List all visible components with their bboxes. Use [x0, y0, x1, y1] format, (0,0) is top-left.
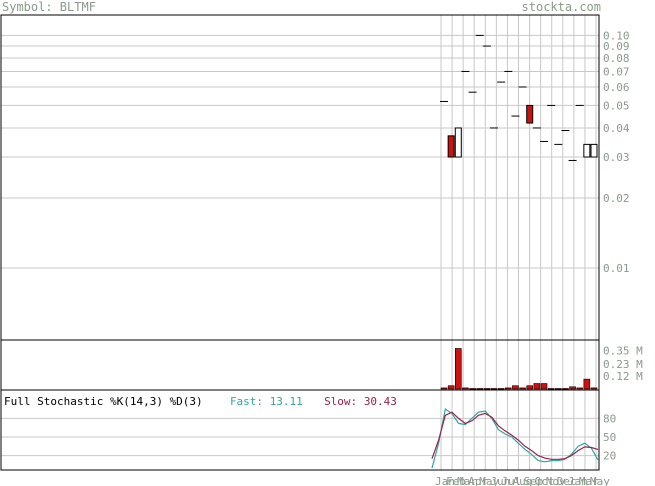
stochastic-legend: Full Stochastic %K(14,3) %D(3) Fast: 13.… [4, 395, 397, 408]
candle-down [447, 135, 455, 158]
x-tick-label: Mar [579, 475, 599, 486]
price-tick-label: 0.06 [603, 81, 630, 94]
x-tick-label: Nov [546, 475, 566, 486]
volume-bar [462, 387, 469, 390]
x-tick-label: Jan [568, 475, 588, 486]
volume-bar [590, 387, 598, 390]
x-tick-label: Jan [435, 475, 455, 486]
volume-bar [497, 388, 505, 390]
candle-down [526, 104, 534, 124]
stochastic-tick-label: 50 [603, 431, 616, 444]
price-tick-label: 0.01 [603, 262, 630, 275]
price-tick-label: 0.07 [603, 65, 630, 78]
volume-bar [533, 383, 541, 390]
volume-bar [562, 388, 569, 390]
volume-bar [483, 388, 491, 390]
volume-bar [519, 387, 526, 390]
x-tick-label: May [590, 475, 610, 486]
panel-frames [0, 14, 600, 471]
x-tick-label: Jul [501, 475, 521, 486]
x-tick-label: Jun [490, 475, 510, 486]
price-tick-label: 0.04 [603, 122, 630, 135]
volume-bar [547, 388, 555, 390]
fast-label: Fast: [229, 395, 264, 408]
stochastic-tick-label: 20 [603, 450, 616, 463]
x-tick-label: Mar [457, 475, 477, 486]
stochastic-lines [431, 408, 599, 469]
slow-label: Slow: [324, 395, 358, 408]
candle-up [583, 143, 591, 158]
stochastic-panel-frame [0, 389, 600, 471]
slow-value: 30.43 [363, 395, 397, 408]
x-tick-label: Oct [535, 475, 555, 486]
volume-bar [576, 387, 584, 390]
volume-bar [490, 388, 498, 390]
volume-bar [504, 387, 512, 390]
volume-bar [476, 388, 484, 390]
axis-labels: 0.100.090.080.07 0.06 0.05 0.04 0.03 0.02 0.01… [435, 29, 643, 486]
volume-bar [512, 385, 519, 390]
fast-k-line [431, 408, 599, 469]
volume-bar [469, 388, 476, 390]
x-tick-label: Sep [524, 475, 544, 486]
volume-tick-label: 0.35 M [603, 345, 643, 358]
candle-up [454, 127, 462, 158]
volume-bar [569, 386, 576, 390]
candle-up [590, 143, 598, 158]
price-tick-label: 0.08 [603, 52, 630, 65]
price-tick-label: 0.10 [603, 29, 630, 42]
volume-bar [540, 383, 548, 390]
volume-tick-label: 0.23 M [603, 358, 643, 371]
volume-bar [454, 348, 462, 390]
volume-bar [583, 378, 591, 390]
stochastic-tick-label: 80 [603, 412, 616, 425]
price-candles [440, 34, 598, 161]
x-tick-label: Apr [468, 475, 488, 486]
slow-d-line [431, 411, 599, 460]
price-tick-label: 0.09 [603, 40, 630, 53]
volume-bar [526, 385, 534, 390]
price-tick-label: 0.03 [603, 151, 630, 164]
symbol-label: Symbol: BLTMF [2, 0, 96, 14]
x-tick-label: Feb [446, 475, 466, 486]
x-tick-label: Dec [557, 475, 577, 486]
volume-panel-frame [0, 339, 600, 391]
stochastic-title: Full Stochastic %K(14,3) %D(3) [4, 395, 203, 408]
price-tick-label: 0.05 [603, 99, 630, 112]
volume-bar [447, 385, 455, 390]
x-tick-label: May [479, 475, 499, 486]
volume-tick-label: 0.12 M [603, 370, 643, 383]
grid-layer [1, 15, 599, 470]
price-tick-label: 0.02 [603, 192, 630, 205]
site-brand[interactable]: stockta.com [521, 0, 601, 14]
price-panel-frame [0, 14, 600, 341]
x-tick-label: Aug [513, 475, 533, 486]
volume-bars [440, 348, 598, 390]
fast-value: 13.11 [269, 395, 303, 408]
volume-bar [440, 387, 448, 390]
volume-bar [554, 388, 562, 390]
